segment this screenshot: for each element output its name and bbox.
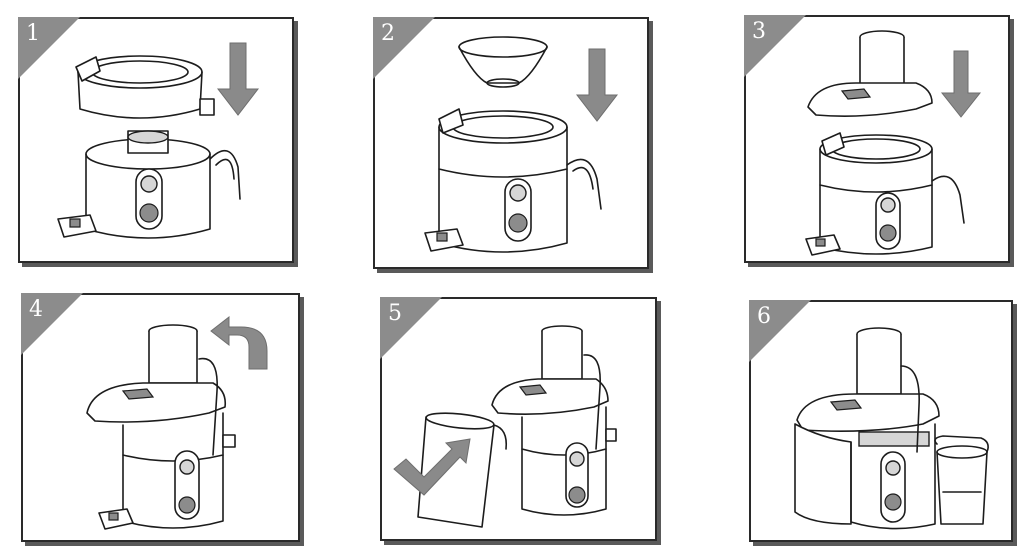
down-arrow-icon: [218, 43, 258, 115]
step-5-illustration: [382, 299, 655, 539]
step-4-illustration: [23, 295, 298, 540]
step-1-panel: 1: [18, 17, 294, 263]
down-arrow-icon: [942, 51, 980, 117]
step-1-illustration: [20, 19, 292, 261]
step-3-panel: 3: [744, 15, 1010, 263]
step-6-illustration: [751, 302, 1011, 540]
down-arrow-icon: [577, 49, 617, 121]
step-2-panel: 2: [373, 17, 649, 269]
step-3-illustration: [746, 17, 1008, 261]
curved-arrow-icon: [211, 317, 267, 369]
step-5-panel: 5: [380, 297, 657, 541]
step-6-panel: 6: [749, 300, 1013, 542]
step-4-panel: 4: [21, 293, 300, 542]
step-2-illustration: [375, 19, 647, 267]
